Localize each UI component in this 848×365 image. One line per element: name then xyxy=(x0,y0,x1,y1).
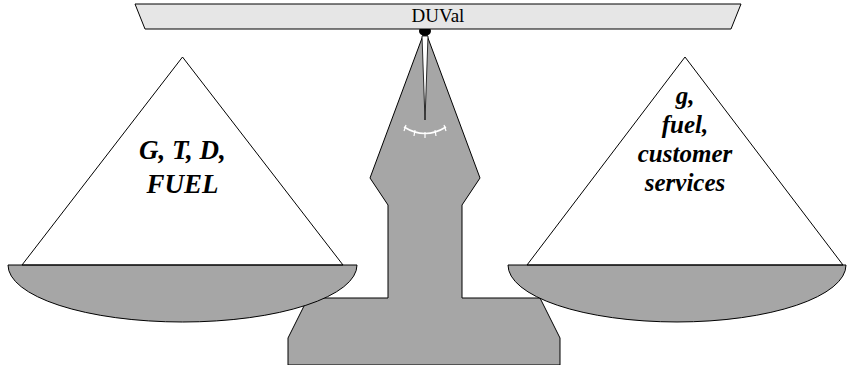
dial-ticks xyxy=(404,125,446,138)
scale-needle xyxy=(422,36,428,120)
pan-label: g, fuel, customer services xyxy=(620,81,750,197)
right-pan xyxy=(508,265,846,322)
beam-label: DUVal xyxy=(412,5,465,26)
scale-stand xyxy=(288,30,560,365)
scale-beam: DUVal xyxy=(135,4,741,29)
left-pan-triangle: G, T, D, FUEL xyxy=(22,57,343,265)
pan-label: G, T, D, FUEL xyxy=(113,133,253,201)
left-pan xyxy=(8,265,357,322)
right-pan-triangle: g, fuel, customer services xyxy=(527,57,843,265)
